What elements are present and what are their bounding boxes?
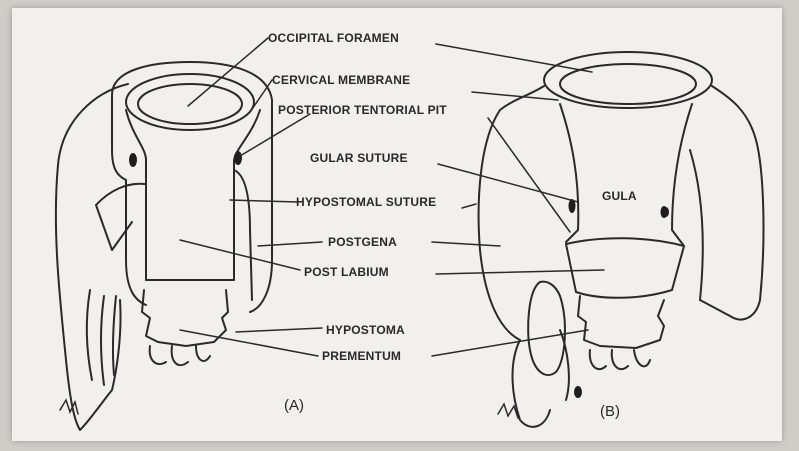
figure-b-capsule-left: [479, 86, 544, 340]
leader-cervical-membrane-b: [472, 92, 558, 100]
figure-a-capsule-right: [112, 62, 272, 312]
leader-posterior-tentorial-pit-b: [488, 118, 570, 232]
figure-b-head: [479, 52, 764, 427]
figure-a-claw-teeth: [60, 400, 78, 414]
label-post-labium: POST LABIUM: [304, 265, 389, 279]
leader-posterior-tentorial-pit-a: [240, 114, 310, 156]
panel-label-b: (B): [600, 403, 620, 420]
leader-postgena-b: [432, 242, 500, 246]
figure-b-labial-palps: [590, 350, 650, 369]
leader-occipital-foramen-a: [188, 38, 268, 106]
figure-a-left-appendage-fold: [96, 184, 145, 205]
label-postgena: POSTGENA: [328, 235, 397, 249]
leader-occipital-foramen-b: [436, 44, 592, 72]
figure-b-palp-line: [560, 330, 569, 400]
leader-hypostomal-suture-b: [462, 204, 476, 208]
leader-hypostoma: [236, 328, 322, 332]
figure-a-tentorial-pit-left: [129, 153, 137, 167]
label-gula: GULA: [602, 189, 637, 203]
figure-a-tentorial-pit-right: [234, 151, 242, 165]
label-posterior-tentorial-pit: POSTERIOR TENTORIAL PIT: [278, 103, 447, 117]
leader-gular-suture: [438, 164, 578, 202]
label-occipital-foramen: OCCIPITAL FORAMEN: [268, 31, 399, 45]
figure-a-leg-line-2: [101, 296, 104, 385]
label-gular-suture: GULAR SUTURE: [310, 151, 408, 165]
figure-b-postgena-lobe: [690, 150, 703, 300]
figure-b-gular-suture-right: [672, 104, 692, 246]
leader-postgena-a: [258, 242, 322, 246]
label-hypostomal-suture: HYPOSTOMAL SUTURE: [296, 195, 436, 209]
figure-a-capsule-left: [112, 95, 146, 305]
figure-a-leg-line-1: [87, 290, 92, 380]
figure-a-postgena-lobe: [234, 170, 252, 300]
label-hypostoma: HYPOSTOMA: [326, 323, 405, 337]
label-prementum: PREMENTUM: [322, 349, 401, 363]
figure-b-palp-segment: [528, 282, 565, 375]
figure-b-prementum: [578, 296, 664, 348]
figure-a-labial-palps: [150, 346, 210, 365]
figure-a-head: [56, 62, 272, 430]
leader-post-labium-b: [436, 270, 604, 274]
leader-hypostomal-suture-a: [230, 200, 298, 202]
figure-b-claw-teeth: [498, 404, 518, 418]
figure-b-gula-dot: [663, 207, 669, 217]
figure-b-occipital-foramen-outer: [544, 52, 712, 108]
figure-b-capsule-right: [700, 86, 763, 319]
figure-a-cervical-membrane-left: [126, 110, 146, 280]
figure-a-occipital-foramen: [126, 74, 254, 130]
figure-b-palp-dot: [574, 386, 582, 398]
label-cervical-membrane: CERVICAL MEMBRANE: [272, 73, 410, 87]
figure-b-post-labium: [566, 238, 684, 298]
figure-a-leg-line-3: [113, 296, 116, 375]
figure-a-prementum: [142, 290, 228, 346]
panel-label-a: (A): [284, 397, 304, 414]
